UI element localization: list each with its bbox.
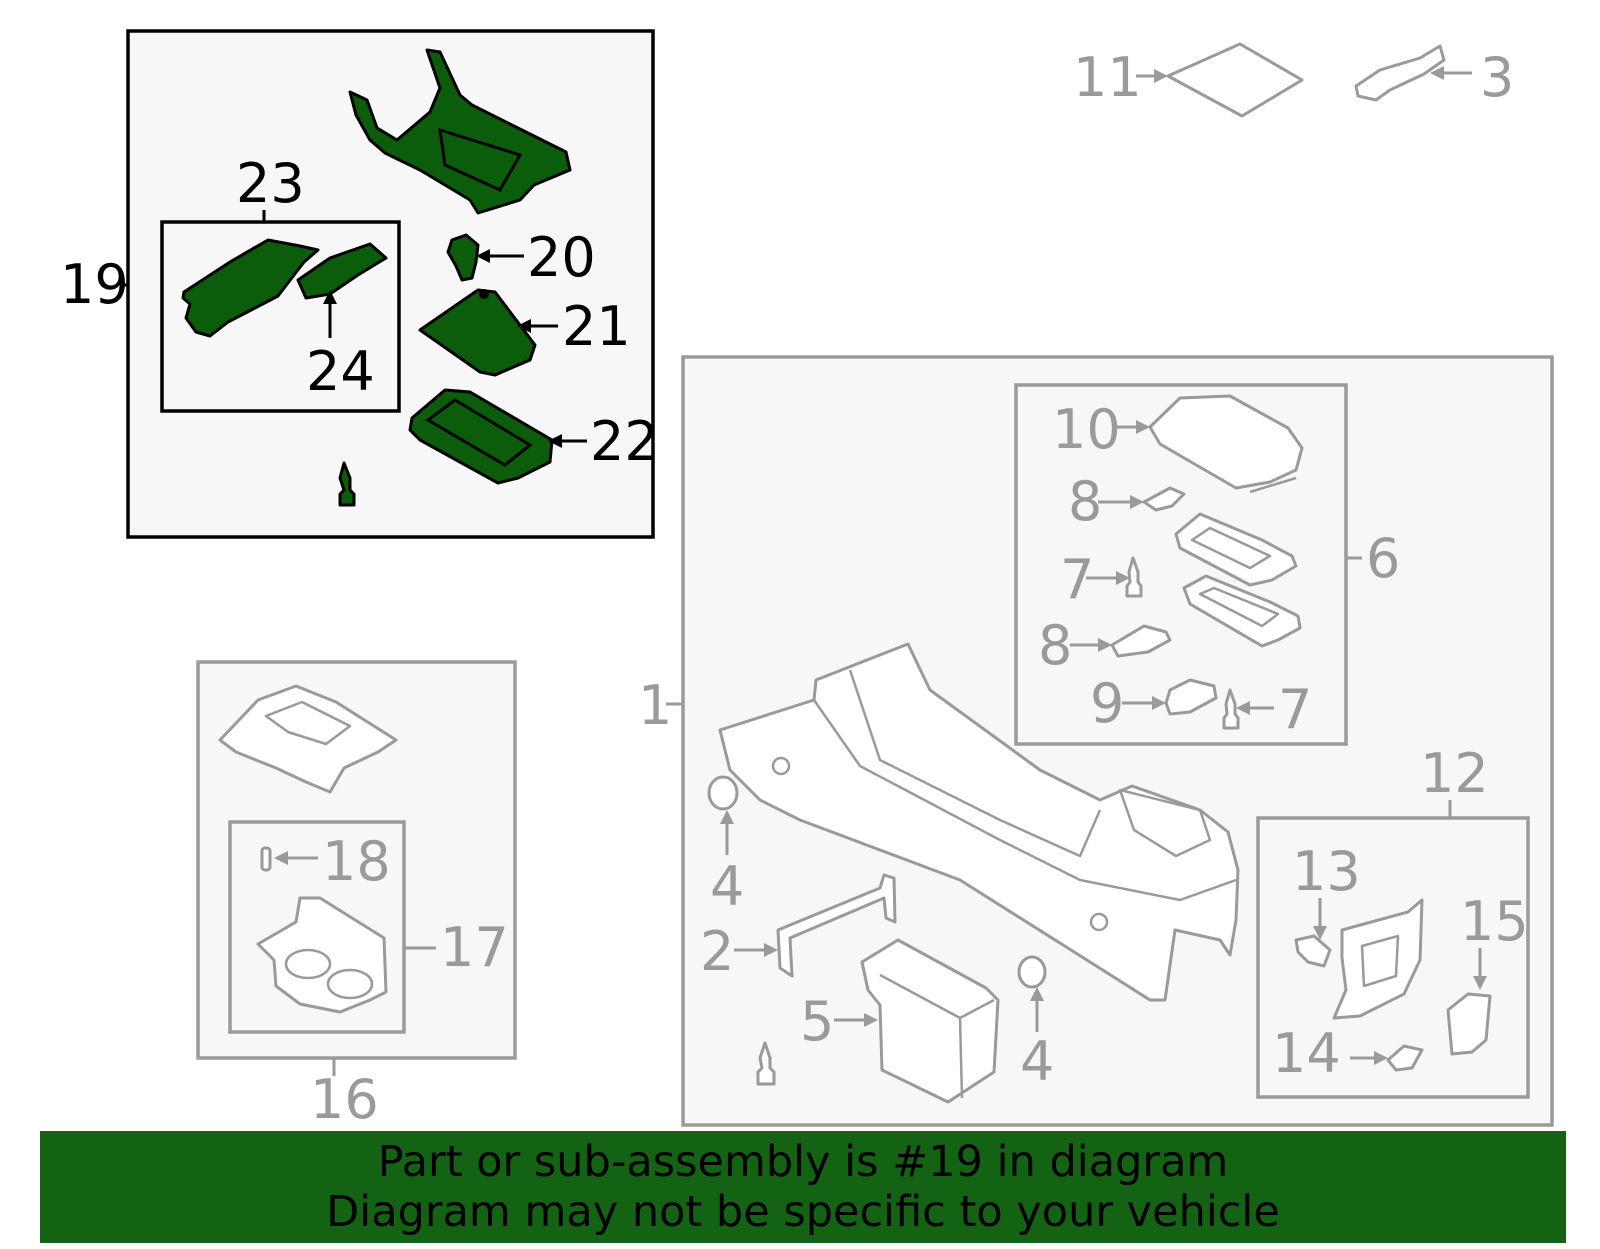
callout-16: 16 [310,1068,379,1131]
assembly-19-group: 19 23 24 20 21 22 [60,29,659,539]
console-body[interactable] [718,642,1240,1002]
loose-parts-top: 11 3 [1073,42,1514,118]
callout-20: 20 [527,226,596,289]
notice-line-1: Part or sub-assembly is #19 in diagram [377,1137,1229,1187]
pin-18[interactable] [260,846,272,872]
callout-22: 22 [590,410,659,473]
hinge-8b[interactable] [1110,624,1172,658]
callout-13: 13 [1292,840,1361,903]
plug-4b[interactable] [1017,955,1047,989]
callout-14: 14 [1272,1022,1341,1085]
insert-24[interactable] [296,242,388,300]
panel-13[interactable] [1332,898,1424,1020]
callout-12: 12 [1420,742,1489,805]
callout-21: 21 [562,295,631,358]
console-upper-trim-panel[interactable] [348,48,572,215]
callout-17: 17 [440,916,509,979]
screw-19[interactable] [338,461,356,507]
nut-14[interactable] [1386,1044,1424,1072]
callout-3: 3 [1480,46,1514,109]
cupholder-17[interactable] [256,896,388,1014]
callout-4b: 4 [1020,1030,1054,1093]
screw-7b[interactable] [1222,688,1240,730]
plug-4a[interactable] [707,775,739,811]
callout-2: 2 [700,920,734,983]
assembly-1-group: 1 4 4 2 5 6 10 [638,355,1554,1127]
assembly-16-group: 16 17 18 [196,660,517,1131]
clip-13[interactable] [1294,934,1332,968]
screw-1[interactable] [756,1041,776,1086]
armrest-tray[interactable] [1182,574,1302,648]
callout-24: 24 [306,340,375,403]
bezel-23[interactable] [181,238,320,338]
armrest-lid-10[interactable] [1148,394,1304,490]
callout-23: 23 [236,152,305,215]
callout-11: 11 [1073,46,1142,109]
notice-banner: Part or sub-assembly is #19 in diagram D… [40,1131,1566,1243]
pad-11[interactable] [1166,42,1304,118]
callout-4a: 4 [710,855,744,918]
callout-6: 6 [1366,527,1400,590]
screw-7a[interactable] [1125,556,1143,598]
callout-5: 5 [800,990,834,1053]
storage-bin-5[interactable] [860,938,1000,1104]
callout-7b: 7 [1278,678,1312,741]
latch-9[interactable] [1164,678,1218,716]
callout-8b: 8 [1038,614,1072,677]
callout-15: 15 [1460,890,1529,953]
callout-8a: 8 [1068,470,1102,533]
bracket-3[interactable] [1354,44,1446,102]
clip-20[interactable] [446,233,480,282]
tray-22[interactable] [408,388,554,485]
callout-19: 19 [60,253,129,316]
callout-10: 10 [1052,398,1121,461]
notice-line-2: Diagram may not be specific to your vehi… [326,1187,1280,1237]
callout-18: 18 [322,830,391,893]
button-15[interactable] [1446,992,1492,1056]
hinge-8a[interactable] [1142,486,1186,512]
bracket-2[interactable] [776,873,897,978]
callout-9: 9 [1090,672,1124,735]
